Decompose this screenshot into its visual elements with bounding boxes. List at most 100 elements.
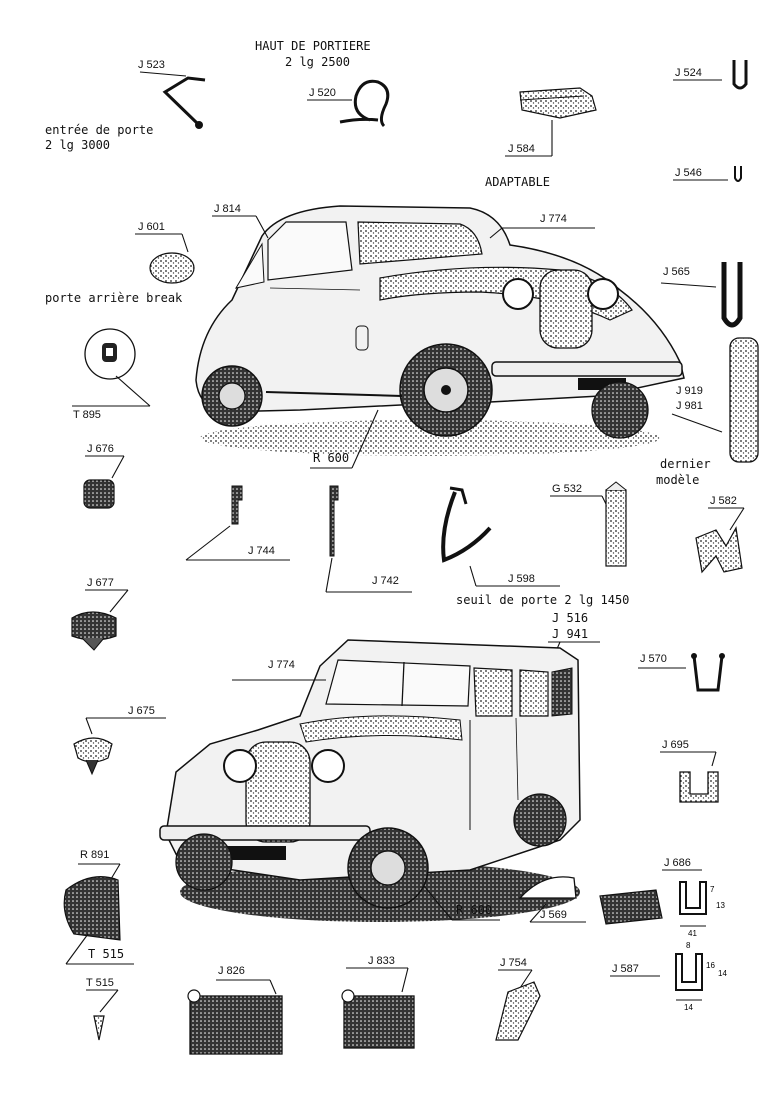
caption-dernier-2: modèle <box>656 473 699 487</box>
label-j524: J 524 <box>675 67 702 79</box>
part-j919-strip <box>729 337 759 463</box>
part-j742-seal <box>329 485 339 557</box>
label-j601: J 601 <box>138 221 165 233</box>
label-j774-lower: J 774 <box>268 659 295 671</box>
caption-seuil: seuil de porte 2 lg 1450 <box>456 593 629 607</box>
label-j677: J 677 <box>87 577 114 589</box>
part-j546-seal <box>734 166 742 182</box>
label-j833: J 833 <box>368 955 395 967</box>
part-j584-profile <box>519 87 597 119</box>
leader-t515-second-down <box>99 989 119 1013</box>
part-j570-seal <box>692 655 724 692</box>
caption-porte-arriere: porte arrière break <box>45 291 183 305</box>
leader-j744-up <box>185 525 231 561</box>
leader-j695-down <box>711 751 717 767</box>
header-subtitle: 2 lg 2500 <box>285 55 350 69</box>
label-j587: J 587 <box>612 963 639 975</box>
label-r891: R 891 <box>80 849 109 861</box>
leader-j826-down <box>269 979 277 995</box>
label-r600-lower: R 600 <box>456 903 492 917</box>
part-j676-grommet <box>83 479 115 509</box>
label-g532: G 532 <box>552 483 582 495</box>
part-j587-section <box>675 953 703 991</box>
part-j524-seal <box>732 60 748 90</box>
dim-j587-top: 8 <box>686 941 691 950</box>
part-j520-seal <box>339 79 390 128</box>
part-j584-edge <box>519 95 585 101</box>
part-j565-seal <box>721 262 743 328</box>
part-j523-seal <box>162 76 206 126</box>
leader-j742-up <box>325 557 333 593</box>
leader-j677-down <box>109 589 129 613</box>
part-j523-end <box>195 121 203 129</box>
label-j520: J 520 <box>309 87 336 99</box>
car-sedan-illustration <box>195 205 685 456</box>
leader-j919 <box>671 413 723 433</box>
label-j523: J 523 <box>138 59 165 71</box>
dim-j587-width: 14 <box>684 1003 693 1012</box>
dim-j686-h1: 7 <box>710 885 715 894</box>
label-j516: J 516 <box>552 611 588 625</box>
label-j546: J 546 <box>675 167 702 179</box>
label-j941: J 941 <box>552 627 588 641</box>
leader-t895-up <box>115 375 151 407</box>
label-j565: J 565 <box>663 266 690 278</box>
part-j744-seal <box>231 485 243 525</box>
caption-dernier-1: dernier <box>660 457 711 471</box>
dim-j587-h1: 16 <box>706 961 715 970</box>
label-j584: J 584 <box>508 143 535 155</box>
label-j744: J 744 <box>248 545 275 557</box>
label-j695: J 695 <box>662 739 689 751</box>
label-j981: J 981 <box>676 400 703 412</box>
leader-j565 <box>660 282 717 288</box>
label-j919: J 919 <box>676 385 703 397</box>
part-j677-plug <box>71 611 117 641</box>
label-j686: J 686 <box>664 857 691 869</box>
label-j826: J 826 <box>218 965 245 977</box>
header-title: HAUT DE PORTIERE <box>255 39 371 53</box>
caption-adaptable: ADAPTABLE <box>485 175 550 189</box>
leader-j675-down <box>85 717 93 735</box>
label-j570: J 570 <box>640 653 667 665</box>
leader-j523 <box>139 71 187 77</box>
leader-j833-down <box>401 967 409 993</box>
label-t895: T 895 <box>73 409 101 421</box>
dim-j686-h2: 13 <box>716 901 725 910</box>
label-t515-second: T 515 <box>86 977 114 989</box>
part-j695-channel <box>679 771 719 803</box>
label-t515-first: T 515 <box>88 947 124 961</box>
part-j686-section <box>679 881 707 915</box>
leader-j598-up <box>469 565 477 587</box>
label-j774-upper: J 774 <box>540 213 567 225</box>
leader-j582-down <box>729 507 745 531</box>
label-j569: J 569 <box>540 909 567 921</box>
part-j601-buffer <box>149 252 195 284</box>
leader-j569-up <box>529 903 547 923</box>
leader-j814-down <box>255 215 269 239</box>
caption-entree-1: entrée de porte <box>45 123 153 137</box>
label-j582: J 582 <box>710 495 737 507</box>
leader-j774-upper-down <box>489 227 503 239</box>
part-j833-strip <box>343 995 415 1049</box>
caption-entree-2: 2 lg 3000 <box>45 138 110 152</box>
part-j582-clip <box>695 526 743 574</box>
part-j675-plug <box>73 737 113 763</box>
label-j676: J 676 <box>87 443 114 455</box>
label-r600-upper: R 600 <box>313 451 349 465</box>
part-j569-dome <box>518 876 577 899</box>
part-r891-pad <box>63 876 121 941</box>
leader-j754-down <box>519 969 533 989</box>
leader-j676-down <box>111 455 125 479</box>
part-j826-strip <box>189 995 283 1055</box>
leader-r600-lower-up <box>423 885 453 921</box>
label-j814: J 814 <box>214 203 241 215</box>
part-j754-strip <box>495 981 541 1041</box>
dim-j587-h2: 14 <box>718 969 727 978</box>
part-g532-tube <box>605 489 627 567</box>
car-break-illustration <box>159 639 581 922</box>
label-j742: J 742 <box>372 575 399 587</box>
part-j598-seuil <box>441 491 492 563</box>
label-j675: J 675 <box>128 705 155 717</box>
part-j686-block <box>599 889 663 925</box>
